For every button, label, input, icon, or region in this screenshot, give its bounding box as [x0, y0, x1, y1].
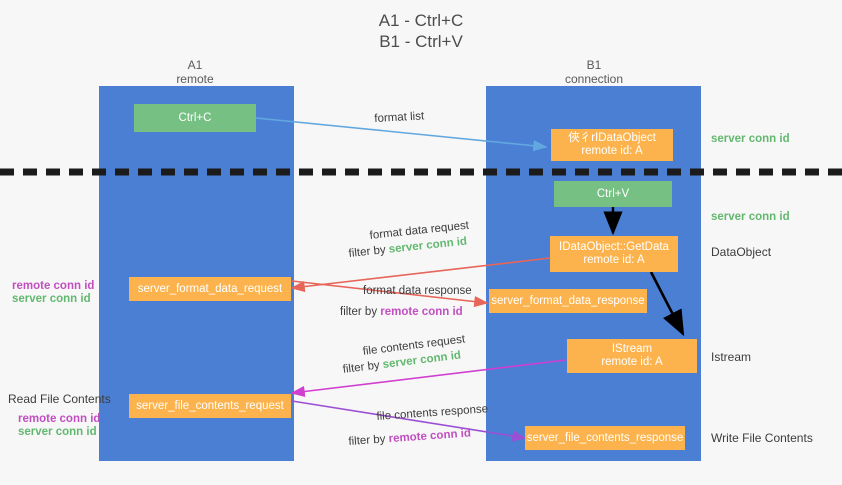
box-server-file-contents-request-label: server_file_contents_request: [136, 399, 284, 412]
box-server-format-data-request-label: server_format_data_request: [137, 282, 283, 295]
filter-prefix-2: filter by: [340, 306, 381, 318]
title-line-2: B1 - Ctrl+V: [379, 32, 463, 51]
column-b1-sub: connection: [564, 72, 624, 86]
column-a1-sub: remote: [176, 72, 214, 86]
left-label-remote-conn-id-1: remote conn id: [12, 280, 95, 292]
left-label-server-conn-id-2: server conn id: [18, 426, 97, 438]
left-label-remote-conn-id-2: remote conn id: [18, 413, 101, 425]
column-a1-name: A1: [187, 58, 203, 72]
box-ctrl-v-label: Ctrl+V: [596, 187, 630, 200]
right-label-server-conn-id-top: server conn id: [711, 133, 790, 145]
box-idataobject-line-2: remote id: A: [581, 145, 643, 157]
box-server-format-data-response[interactable]: server_format_data_response: [489, 289, 647, 313]
box-istream[interactable]: IStream remote id: A: [567, 339, 697, 373]
filter-value-remote-conn-id-1: remote conn id: [380, 306, 463, 318]
label-file-contents-response-filter: filter by remote conn id: [348, 426, 471, 449]
left-label-read-file-contents: Read File Contents: [8, 392, 111, 406]
filter-prefix-4: filter by: [348, 433, 390, 448]
box-server-file-contents-response[interactable]: server_file_contents_response: [525, 426, 685, 450]
label-format-data-response: format data response: [363, 285, 472, 297]
box-getdata-line-2: remote id: A: [583, 254, 645, 266]
label-format-list: format list: [374, 110, 425, 125]
right-label-istream: Istream: [711, 350, 752, 364]
right-label-server-conn-id-mid: server conn id: [711, 211, 790, 223]
filter-prefix-3: filter by: [342, 359, 384, 376]
box-idataobject-getdata[interactable]: IDataObject::GetData remote id: A: [550, 236, 678, 272]
box-getdata-line-1: IDataObject::GetData: [559, 241, 669, 253]
title-line-1: A1 - Ctrl+C: [378, 11, 464, 30]
column-header-b1: B1 connection: [494, 58, 694, 86]
diagram-title: A1 - Ctrl+C B1 - Ctrl+V: [0, 10, 842, 52]
box-ctrl-v[interactable]: Ctrl+V: [554, 181, 672, 207]
box-istream-line-1: IStream: [611, 343, 653, 355]
box-ctrl-c-label: Ctrl+C: [178, 111, 212, 124]
box-server-format-data-request[interactable]: server_format_data_request: [129, 277, 291, 301]
box-idataobject-line-1: 俠彳rIDataObject: [568, 132, 656, 144]
right-label-write-file-contents: Write File Contents: [711, 431, 813, 445]
box-server-file-contents-request[interactable]: server_file_contents_request: [129, 394, 291, 418]
box-ctrl-c[interactable]: Ctrl+C: [134, 104, 256, 132]
left-label-server-conn-id-1: server conn id: [12, 293, 91, 305]
column-header-a1: A1 remote: [95, 58, 295, 86]
right-label-dataobject: DataObject: [711, 245, 772, 259]
box-idataobject[interactable]: 俠彳rIDataObject remote id: A: [551, 129, 673, 161]
label-format-data-response-filter: filter by remote conn id: [340, 305, 463, 319]
box-server-file-contents-response-label: server_file_contents_response: [526, 431, 684, 444]
box-server-format-data-response-label: server_format_data_response: [491, 294, 645, 307]
column-b1-name: B1: [586, 58, 602, 72]
label-file-contents-response: file contents response: [376, 403, 489, 423]
filter-value-remote-conn-id-2: remote conn id: [388, 427, 472, 446]
filter-prefix-1: filter by: [348, 243, 390, 260]
box-istream-line-2: remote id: A: [601, 356, 663, 368]
